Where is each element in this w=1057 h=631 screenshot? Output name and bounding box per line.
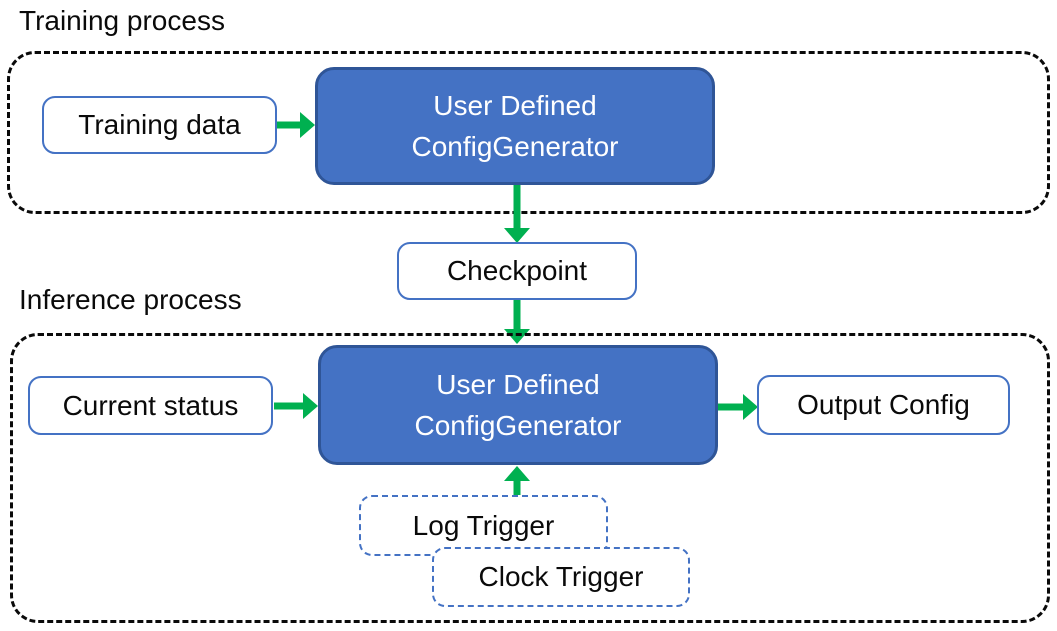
arrow-generator-to-output-config-icon bbox=[718, 394, 758, 420]
arrow-checkpoint-to-inference-generator-icon bbox=[504, 300, 530, 344]
output-config-label: Output Config bbox=[797, 389, 970, 420]
training-data-box: Training data bbox=[42, 96, 277, 154]
training-data-label: Training data bbox=[78, 109, 241, 140]
inference-config-generator-box: User Defined ConfigGenerator bbox=[318, 345, 718, 465]
inference-process-label: Inference process bbox=[19, 284, 242, 315]
current-status-box: Current status bbox=[28, 376, 273, 435]
log-trigger-box: Log Trigger bbox=[359, 495, 608, 556]
training-process-container bbox=[7, 51, 1050, 214]
arrow-generator-to-checkpoint-icon bbox=[504, 185, 530, 243]
training-generator-label-line1: User Defined bbox=[433, 90, 597, 121]
inference-process-container bbox=[10, 333, 1050, 623]
log-trigger-label: Log Trigger bbox=[412, 509, 555, 541]
training-process-label: Training process bbox=[19, 5, 225, 36]
inference-generator-label-line2: ConfigGenerator bbox=[414, 410, 622, 441]
checkpoint-box: Checkpoint bbox=[397, 242, 637, 300]
training-config-generator-box: User Defined ConfigGenerator bbox=[315, 67, 715, 185]
current-status-label: Current status bbox=[62, 389, 239, 421]
clock-trigger-box: Clock Trigger bbox=[432, 547, 690, 607]
clock-trigger-label: Clock Trigger bbox=[478, 561, 644, 592]
checkpoint-label: Checkpoint bbox=[446, 255, 588, 286]
arrow-triggers-to-generator-icon bbox=[504, 466, 530, 496]
inference-generator-label-line1: User Defined bbox=[436, 369, 600, 400]
arrow-current-status-to-generator-icon bbox=[274, 393, 318, 419]
arrow-training-data-to-generator-icon bbox=[277, 112, 315, 138]
output-config-box: Output Config bbox=[757, 375, 1010, 435]
training-generator-label-line2: ConfigGenerator bbox=[411, 131, 619, 162]
